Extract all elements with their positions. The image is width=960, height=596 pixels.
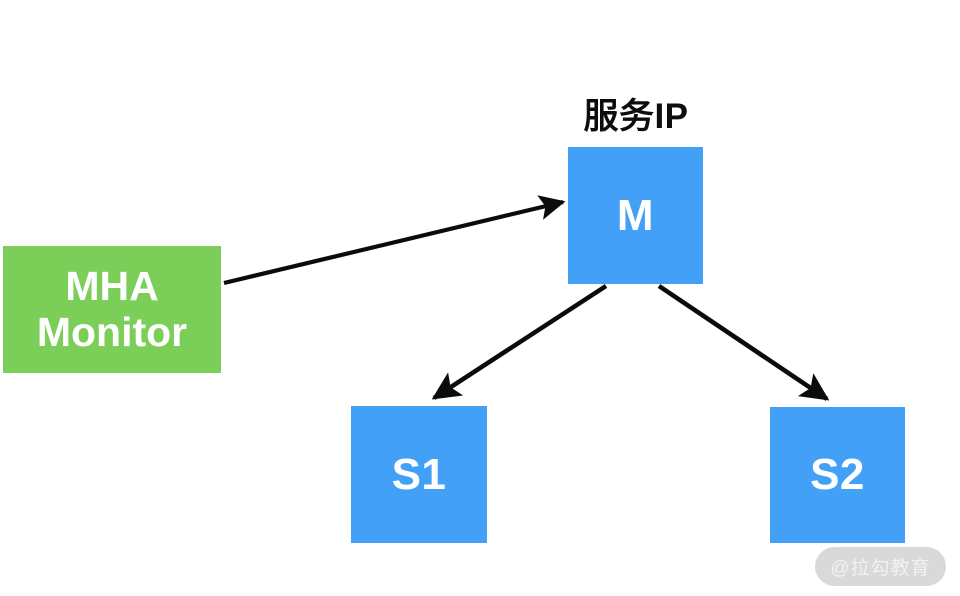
service-ip-label: 服务IP (583, 97, 689, 136)
node-master-label: M (616, 190, 655, 240)
node-slave-2[interactable]: S2 (770, 407, 905, 543)
node-slave-1-label: S1 (391, 449, 447, 499)
node-slave-1[interactable]: S1 (351, 406, 487, 543)
node-mha-monitor-label-line1: MHA (65, 262, 159, 309)
edge-mha-to-m (223, 195, 566, 286)
watermark-text: @拉勾教育 (830, 558, 931, 579)
node-mha-monitor-label-line2: Monitor (36, 308, 188, 355)
node-master[interactable]: M (568, 147, 703, 284)
watermark: @拉勾教育 (815, 547, 946, 586)
edge-m-to-s1 (431, 284, 608, 400)
node-mha-monitor[interactable]: MHA Monitor (3, 246, 221, 373)
node-slave-2-label: S2 (810, 450, 865, 500)
edge-m-to-s2 (657, 284, 830, 401)
